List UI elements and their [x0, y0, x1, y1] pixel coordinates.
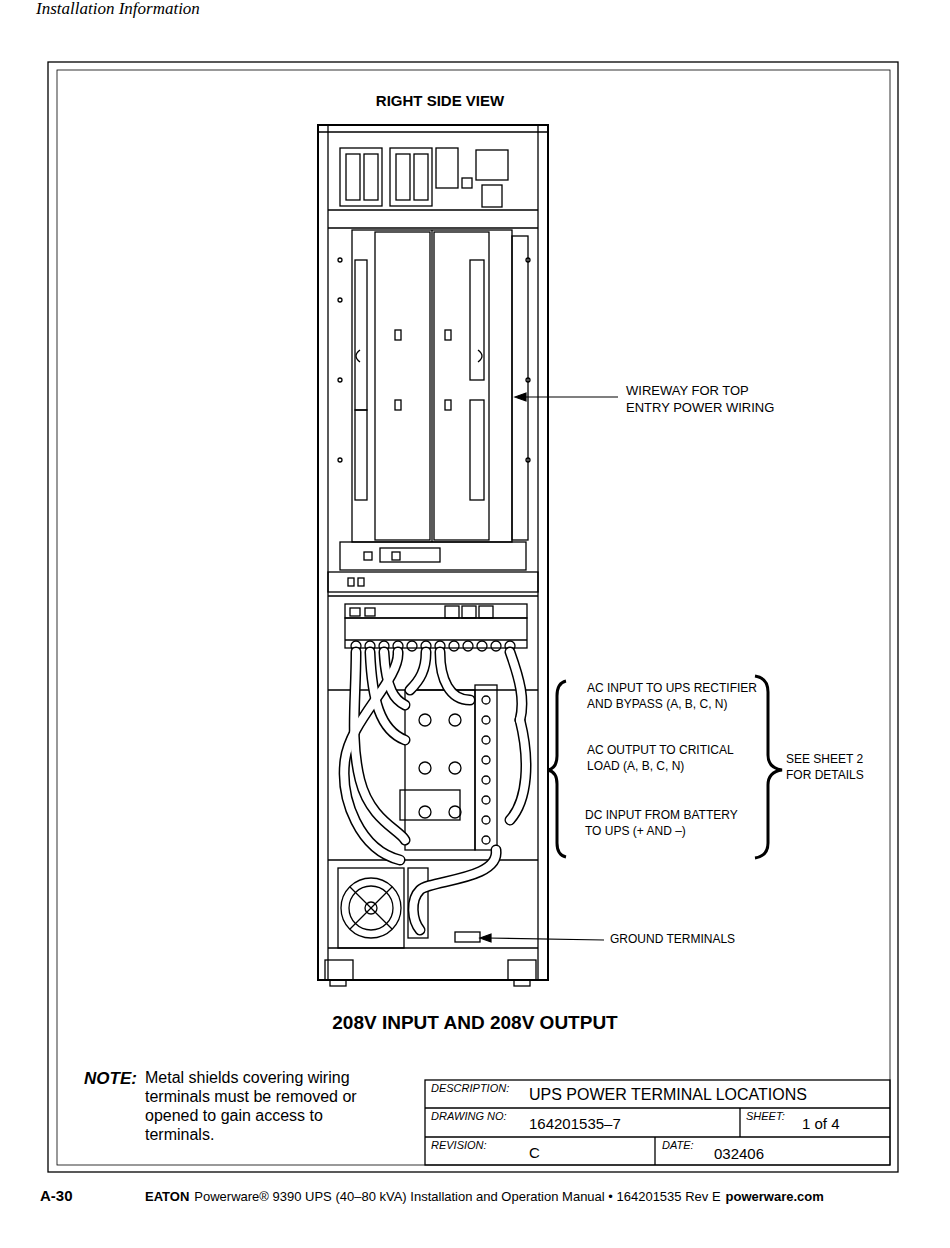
table-cell: DRAWING NO:	[431, 1110, 507, 1124]
table-cell: UPS POWER TERMINAL LOCATIONS	[529, 1085, 807, 1105]
drawing-caption: 208V INPUT AND 208V OUTPUT	[210, 1011, 740, 1035]
table-cell: DATE:	[662, 1139, 694, 1153]
page-footer: EATON Powerware® 9390 UPS (40–80 kVA) Ins…	[145, 1189, 829, 1204]
callout-text: DC INPUT FROM BATTERY TO UPS (+ AND –)	[585, 807, 751, 839]
table-cell: 164201535–7	[529, 1115, 621, 1134]
table-cell: 1 of 4	[802, 1115, 840, 1134]
note-text: Metal shields covering wiring terminals …	[145, 1068, 395, 1144]
table-cell: SHEET:	[746, 1110, 785, 1124]
footer-text: powerware.com	[726, 1189, 824, 1204]
table-cell: 032406	[714, 1145, 764, 1164]
callout-text: AC OUTPUT TO CRITICAL LOAD (A, B, C, N)	[587, 742, 759, 774]
footer-text: EATON	[145, 1189, 189, 1204]
callout-text: SEE SHEET 2 FOR DETAILS	[786, 751, 884, 783]
page-number: A-30	[40, 1187, 73, 1206]
footer-text: Powerware® 9390 UPS (40–80 kVA) Installa…	[194, 1189, 720, 1204]
callout-text: GROUND TERMINALS	[610, 932, 735, 947]
note-heading: NOTE:	[84, 1068, 137, 1089]
table-cell: REVISION:	[431, 1139, 487, 1153]
table-cell: C	[529, 1144, 540, 1163]
callout-text: WIREWAY FOR TOP ENTRY POWER WIRING	[626, 382, 776, 416]
view-title: RIGHT SIDE VIEW	[330, 92, 550, 111]
page-header: Installation Information	[36, 0, 200, 19]
table-cell: DESCRIPTION:	[431, 1082, 509, 1096]
callout-text: AC INPUT TO UPS RECTIFIER AND BYPASS (A,…	[587, 680, 759, 712]
